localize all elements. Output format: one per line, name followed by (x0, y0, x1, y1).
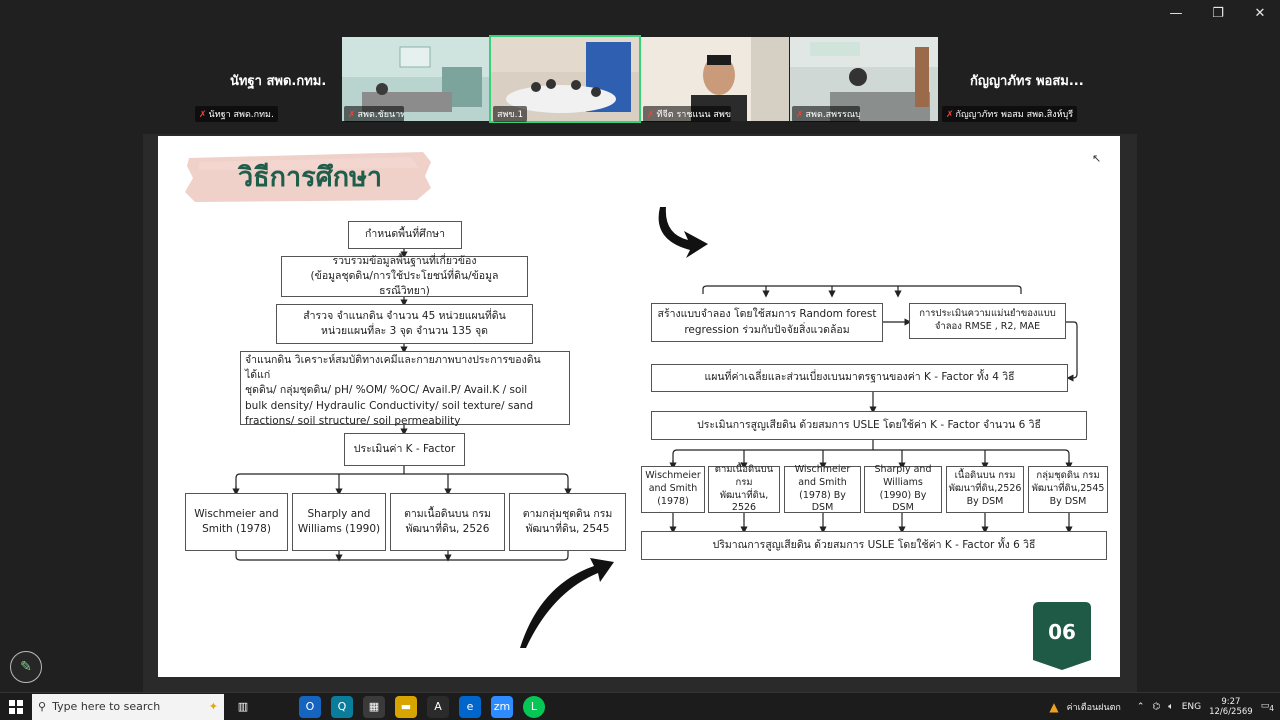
window-controls: — ❐ ✕ (1168, 6, 1268, 21)
annotate-pencil-button[interactable]: ✎ (10, 651, 42, 683)
method6-box: ตามเนื้อดินบน กรมพัฒนาที่ดิน, 2526 (708, 466, 780, 513)
method-box: Sharply and Williams (1990) (292, 493, 386, 551)
slide-title: วิธีการศึกษา (238, 155, 382, 198)
method-box: ตามกลุ่มชุดดิน กรมพัฒนาที่ดิน, 2545 (509, 493, 626, 551)
participant-label: ✗สพด.ชัยนาท (344, 106, 404, 122)
method6-box: กลุ่มชุดดิน กรม พัฒนาที่ดิน,2545 By DSM (1028, 466, 1108, 513)
method6-box: Sharply and Williams (1990) By DSM (864, 466, 942, 513)
participant-name-right: กัญญาภัทร พอสม... (970, 70, 1084, 91)
minimize-button[interactable]: — (1168, 6, 1184, 21)
windows-icon (9, 700, 23, 714)
mic-muted-icon: ✗ (348, 110, 356, 120)
chevron-up-icon[interactable]: ⌃ (1137, 702, 1145, 712)
step-soil-loss-result: ปริมาณการสูญเสียดิน ด้วยสมการ USLE โดยใช… (641, 531, 1107, 560)
network-icon[interactable]: ⌬ (1152, 702, 1160, 712)
clock[interactable]: 9:27 12/6/2569 (1209, 697, 1253, 717)
page-number: 06 (1033, 620, 1091, 644)
outlook-icon[interactable]: O (299, 696, 321, 718)
volume-icon[interactable]: 🔈︎ (1168, 702, 1173, 712)
step-study-area: กำหนดพื้นที่ศึกษา (348, 221, 462, 249)
participant-label: ✗นัทฐา สพด.กทม. (195, 106, 278, 122)
app-a-icon[interactable]: A (427, 696, 449, 718)
store-icon[interactable]: ▦ (363, 696, 385, 718)
mouse-cursor-icon: ↖ (1092, 152, 1101, 165)
step-k-factor-map: แผนที่ค่าเฉลี่ยและส่วนเบี่ยงเบนมาตรฐานขอ… (651, 364, 1068, 392)
method6-box: เนื้อดินบน กรม พัฒนาที่ดิน,2526 By DSM (946, 466, 1024, 513)
participant-label: ✗ทีจีต ราชแนน สพข.1 (643, 106, 731, 122)
participant-label: ✗กัญญาภัทร พอสม สพด.สิงห์บุรี (942, 106, 1077, 122)
file-explorer-icon[interactable]: ▬ (395, 696, 417, 718)
edge-icon[interactable]: e (459, 696, 481, 718)
mic-muted-icon: ✗ (647, 110, 655, 120)
mic-muted-icon: ✗ (946, 110, 954, 120)
method6-box: Wischmeier and Smith (1978) By DSM (784, 466, 861, 513)
taskbar: ⚲ Type here to search ✦ ▥ O Q ▦ ▬ A e zm… (0, 692, 1280, 720)
step-collect-data: รวบรวมข้อมูลพื้นฐานที่เกี่ยวข้อง(ข้อมูลช… (281, 256, 528, 297)
participant-label: สพข.1 (493, 106, 527, 122)
input-language[interactable]: ENG (1182, 702, 1201, 712)
step-analysis: จำแนกดิน วิเคราะห์สมบัติทางเคมีและกายภาพ… (240, 351, 570, 425)
participant-label: ✗สพด.สพรรณบุรี (792, 106, 860, 122)
step-survey: สำรวจ จำแนกดิน จำนวน 45 หน่วยแผนที่ดินหน… (276, 304, 533, 344)
participant-name-left: นัทฐา สพด.กทม. (230, 70, 326, 91)
start-button[interactable] (0, 693, 32, 720)
step-usle-evaluation: ประเมินการสูญเสียดิน ด้วยสมการ USLE โดยใ… (651, 411, 1087, 440)
line-icon[interactable]: L (523, 696, 545, 718)
sparkle-icon: ✦ (209, 700, 218, 713)
close-button[interactable]: ✕ (1252, 6, 1268, 21)
pencil-icon: ✎ (20, 659, 32, 675)
mic-muted-icon: ✗ (199, 110, 207, 120)
weather-text[interactable]: ค่าเตือนฝนตก (1067, 700, 1121, 714)
search-icon: ⚲ (38, 700, 46, 713)
notification-icon[interactable]: ▭4 (1261, 701, 1274, 713)
method-box: ตามเนื้อดินบน กรมพัฒนาที่ดิน, 2526 (390, 493, 505, 551)
system-tray: ▲ ค่าเตือนฝนตก ⌃ ⌬ 🔈︎ ENG 9:27 12/6/2569… (1049, 693, 1280, 720)
step-model-evaluation: การประเมินความแม่นยำของแบบจำลอง RMSE , R… (909, 303, 1066, 339)
search-placeholder: Type here to search (52, 700, 160, 713)
task-view-icon[interactable]: ▥ (232, 696, 254, 718)
zoom-icon[interactable]: zm (491, 696, 513, 718)
step-k-factor: ประเมินค่า K - Factor (344, 433, 465, 466)
restore-button[interactable]: ❐ (1210, 6, 1226, 21)
method-box: Wischmeier and Smith (1978) (185, 493, 288, 551)
method6-box: Wischmeier and Smith (1978) (641, 466, 705, 513)
search-app-icon[interactable]: Q (331, 696, 353, 718)
taskbar-search-box[interactable]: ⚲ Type here to search ✦ (32, 694, 224, 720)
mic-muted-icon: ✗ (796, 110, 804, 120)
weather-warning-icon: ▲ (1049, 700, 1058, 714)
